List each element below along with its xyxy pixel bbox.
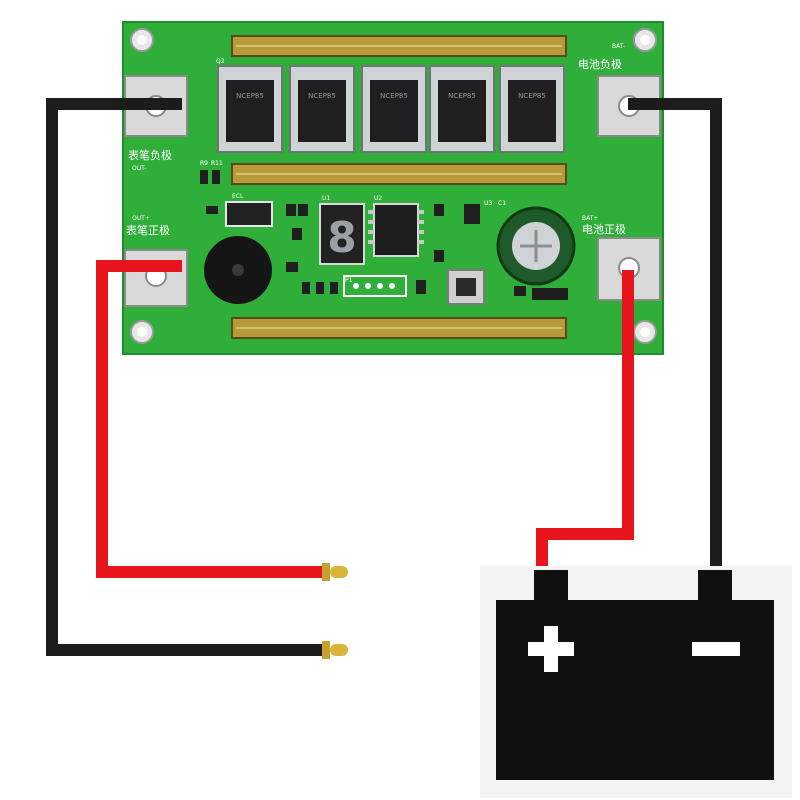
mosfet-row: NCEP85 NCEP85 NCEP85 NCEP85 NCEP85: [217, 65, 565, 153]
display-digit: 8: [327, 213, 356, 262]
mosfet-1: NCEP85: [217, 65, 283, 153]
copper-bus-bars: [231, 35, 567, 339]
label-pen-negative: 表笔负极: [128, 148, 172, 162]
electrolytic-capacitor: [496, 206, 576, 286]
label-battery-positive: 电池正极: [582, 222, 626, 236]
mosfet-label: NCEP85: [448, 92, 476, 100]
label-bat-plus: BAT+: [582, 215, 598, 222]
label-r11: R11: [211, 160, 223, 167]
header-p1: [343, 275, 407, 297]
label-c1: C1: [498, 200, 506, 207]
mosfet-label: NCEP85: [380, 92, 408, 100]
terminal-labels: 表笔负极 OUT- OUT+ 表笔正极 BAT- 电池负极 BAT+ 电池正极: [126, 43, 626, 237]
battery-negative-post: [698, 570, 732, 604]
battery-positive-post: [534, 570, 568, 604]
probe-negative: [322, 641, 348, 659]
battery-negative-symbol: −: [716, 699, 717, 701]
pcb-board: NCEP85 NCEP85 NCEP85 NCEP85 NCEP85: [122, 21, 664, 355]
wire-pen-negative: [46, 98, 322, 656]
label-ecl: ECL: [232, 193, 244, 200]
component-designators: Q2 R9 R11 ECL U1 U2 U3 C1 P1: [200, 58, 506, 284]
mounting-holes: [130, 28, 657, 344]
label-u3: U3: [484, 200, 492, 207]
wire-battery-negative: [628, 98, 722, 572]
label-bat-minus: BAT-: [612, 43, 625, 50]
minus-icon: [692, 642, 740, 656]
mosfet-4: NCEP85: [429, 65, 495, 153]
label-p1: P1: [345, 277, 353, 284]
plus-icon: [544, 626, 558, 672]
ic-ecl: [225, 201, 273, 227]
label-u1: U1: [322, 195, 330, 202]
label-out-plus: OUT+: [132, 215, 150, 222]
mosfet-label: NCEP85: [518, 92, 546, 100]
mosfet-2: NCEP85: [289, 65, 355, 153]
probe-tips: [322, 563, 348, 659]
probe-positive: [322, 563, 348, 581]
label-battery-negative: 电池负极: [578, 57, 622, 71]
smd-components: [200, 170, 526, 296]
wire-battery-positive: [536, 270, 634, 572]
seven-segment-display: 8: [319, 203, 365, 265]
mosfet-label: NCEP85: [236, 92, 264, 100]
label-q2: Q2: [216, 58, 225, 65]
mosfet-3: NCEP85: [361, 65, 427, 153]
buzzer: [204, 236, 272, 304]
label-pen-positive: 表笔正极: [126, 223, 170, 237]
mosfet-5: NCEP85: [499, 65, 565, 153]
mosfet-label: NCEP85: [308, 92, 336, 100]
label-r9: R9: [200, 160, 208, 167]
label-u2: U2: [374, 195, 382, 202]
wires: [46, 98, 722, 656]
label-out-minus: OUT-: [132, 165, 146, 172]
diode: [532, 288, 568, 300]
ic-u2: [368, 203, 424, 257]
battery-body: [496, 600, 774, 780]
wire-pen-positive: [96, 260, 322, 578]
battery-symbol: + −: [496, 570, 774, 780]
push-button: [447, 269, 485, 305]
battery-positive-symbol: +: [551, 698, 552, 701]
